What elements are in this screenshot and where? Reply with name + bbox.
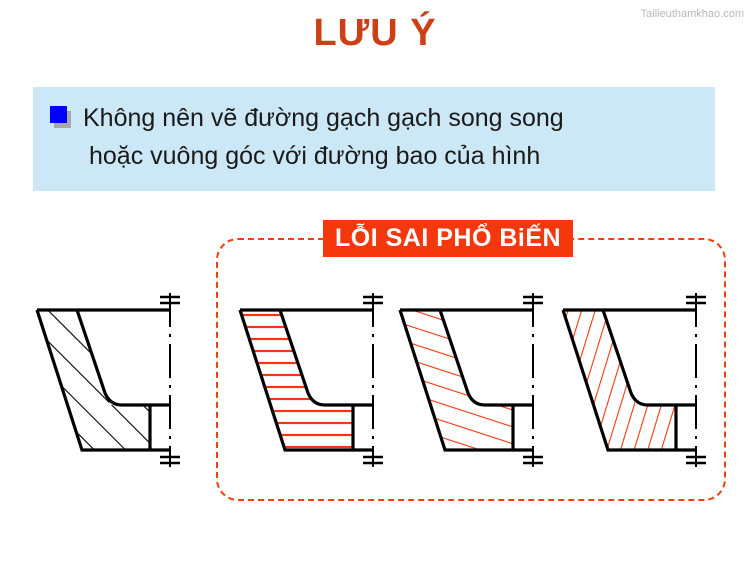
note-box: Không nên vẽ đường gạch gạch song song h… — [33, 87, 715, 191]
inner-outline — [75, 309, 170, 407]
axis-mark-bottom — [686, 455, 706, 465]
inner-outline — [438, 309, 533, 407]
page-title: LƯU Ý — [313, 12, 437, 54]
outer-outline — [238, 309, 373, 452]
drawing-correct-hatching — [22, 285, 212, 480]
inner-outline — [601, 309, 696, 407]
drawing-wrong-perpendicular — [385, 285, 575, 480]
inner-outline — [278, 309, 373, 407]
axis-mark-bottom — [160, 455, 180, 465]
axis-mark-bottom — [363, 455, 383, 465]
note-text-line-2: hoặc vuông góc với đường bao của hình — [89, 142, 541, 170]
outer-outline — [561, 309, 696, 452]
axis-mark-top — [363, 295, 383, 305]
outer-outline — [35, 309, 170, 452]
axis-mark-bottom — [523, 455, 543, 465]
note-text-line-1: Không nên vẽ đường gạch gạch song song — [83, 104, 564, 132]
axis-mark-top — [523, 295, 543, 305]
drawing-wrong-parallel — [548, 285, 738, 480]
axis-mark-top — [160, 295, 180, 305]
bullet-fill — [50, 106, 67, 123]
bullet-square-icon — [49, 105, 73, 135]
error-label: LỖI SAI PHỔ BiẾN — [323, 220, 574, 257]
note-line-1-row: Không nên vẽ đường gạch gạch song song — [49, 99, 705, 137]
watermark: Tailieuthamkhao.com — [640, 8, 744, 20]
drawing-wrong-horizontal — [225, 285, 415, 480]
axis-mark-top — [686, 295, 706, 305]
outer-outline — [398, 309, 533, 452]
